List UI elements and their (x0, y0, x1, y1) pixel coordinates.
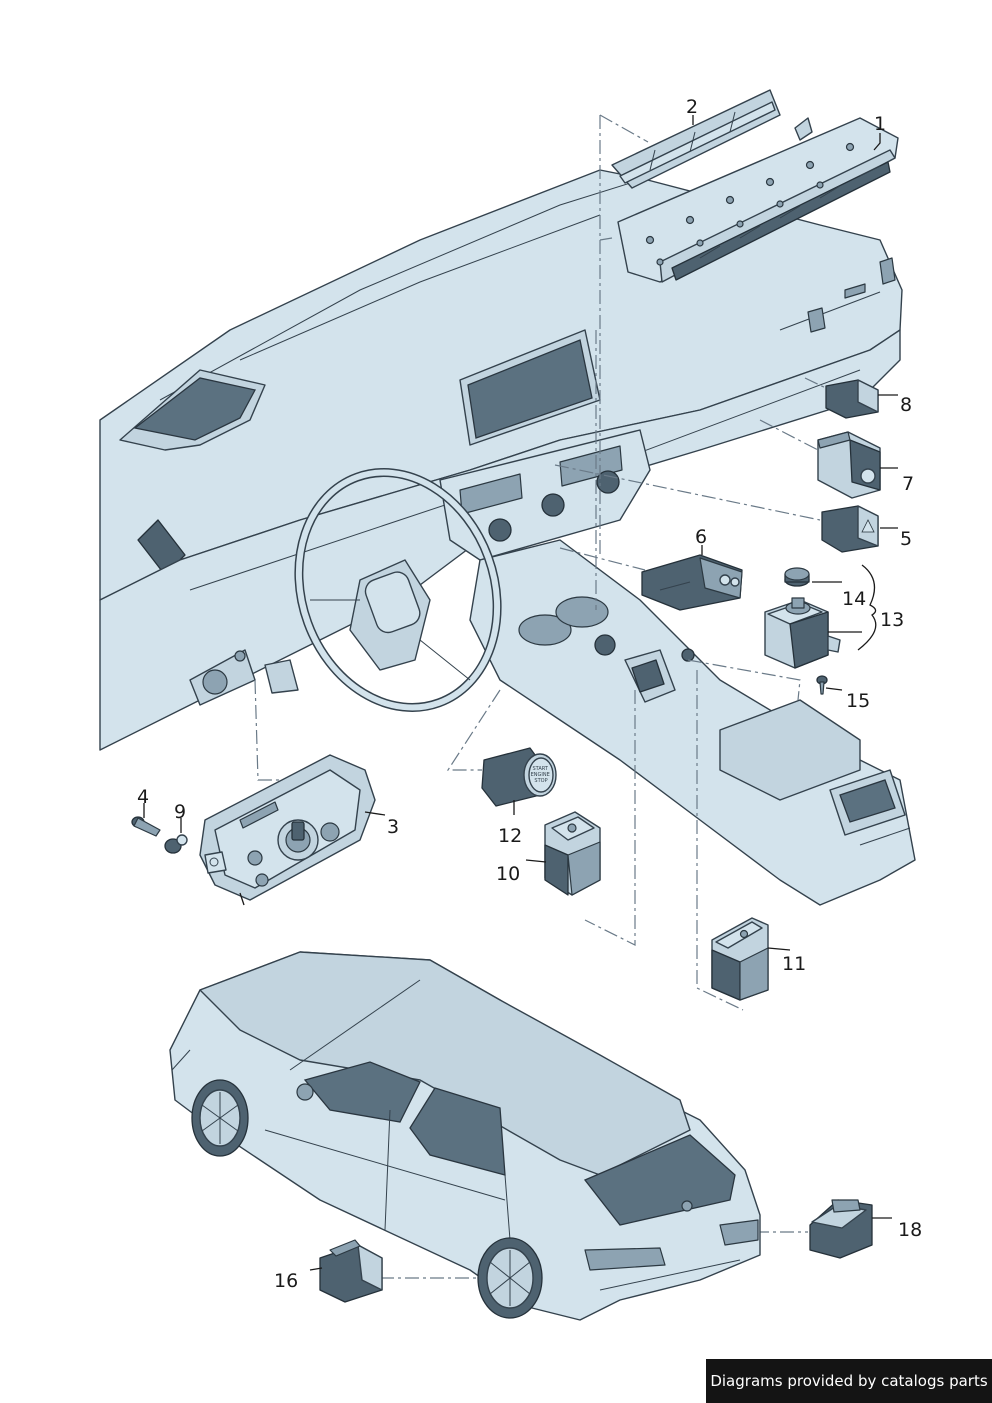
callout-16: 16 (274, 1270, 298, 1292)
footer-credit: Diagrams provided by catalogs parts (706, 1359, 992, 1403)
car-illustration (169, 951, 761, 1321)
callout-13: 13 (880, 609, 904, 631)
callout-15: 15 (846, 690, 870, 712)
callout-4: 4 (137, 786, 149, 808)
part-11-switch (711, 917, 769, 1001)
start-legend-line-3: STOP (534, 778, 547, 784)
part-9-clip (164, 834, 188, 854)
part-1-switch-panel (617, 117, 899, 283)
part-8-switch (825, 379, 879, 419)
part-15-screw (816, 675, 828, 695)
part-3-light-switch (199, 754, 376, 906)
part-7-switch (817, 431, 881, 499)
part-13-knob-switch (764, 597, 841, 669)
start-button-legend: START ENGINE STOP (531, 766, 552, 784)
callout-1: 1 (874, 113, 886, 135)
callout-2: 2 (686, 96, 698, 118)
start-legend-line-1: START (532, 766, 548, 772)
part-18-switch (809, 1199, 873, 1259)
callout-14: 14 (842, 588, 866, 610)
part-14-knob (784, 567, 810, 587)
callout-labels: 1 2 3 4 5 6 7 8 9 10 11 12 13 14 15 16 1… (137, 96, 922, 1292)
part-6-switch-block (641, 554, 743, 611)
start-legend-line-2: ENGINE (531, 772, 550, 778)
part-2-trim-cover (611, 89, 781, 189)
callout-leaders (143, 115, 898, 1271)
callout-6: 6 (695, 526, 707, 548)
callout-7: 7 (902, 473, 914, 495)
part-4-screw (131, 816, 161, 837)
callout-12: 12 (498, 825, 522, 847)
part-5-hazard-switch (821, 505, 879, 553)
part-10-switch (544, 811, 601, 896)
callout-18: 18 (898, 1219, 922, 1241)
callout-3: 3 (387, 816, 399, 838)
callout-5: 5 (900, 528, 912, 550)
callout-9: 9 (174, 801, 186, 823)
callout-8: 8 (900, 394, 912, 416)
part-12-start-stop-button: START ENGINE STOP (481, 747, 557, 815)
dashboard-illustration (99, 169, 916, 906)
callout-10: 10 (496, 863, 520, 885)
callout-11: 11 (782, 953, 806, 975)
part-16-switch (319, 1239, 383, 1303)
